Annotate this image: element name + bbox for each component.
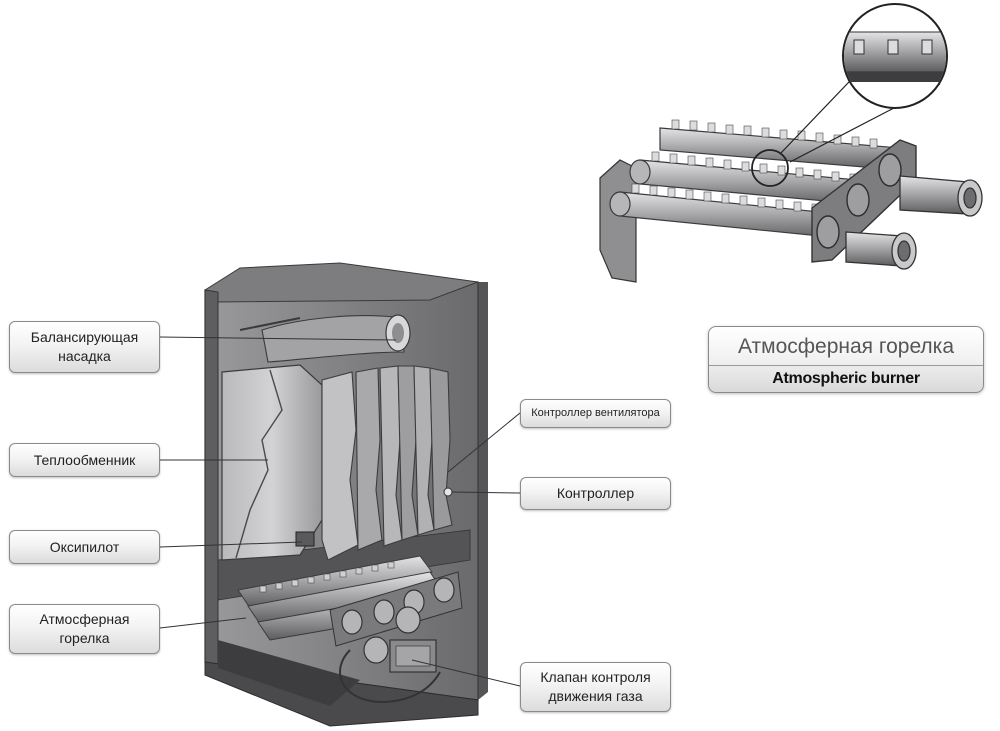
gas-valve-line-2: движения газа [548,688,643,704]
burner-title-box: Атмосферная горелка Atmospheric burner [708,326,984,393]
leader-lines [159,336,521,687]
atmo-burner-line-2: горелка [59,630,110,646]
atmo-burner-label: Атмосферная горелка [9,604,160,654]
oxypilot-text: Оксипилот [49,538,120,555]
burner-title-en: Atmospheric burner [772,370,920,387]
fan-controller-label: Контроллер вентилятора [520,399,671,428]
burner-detail [599,3,983,283]
controller-label: Контроллер [520,477,671,510]
gas-valve-label: Клапан контроля движения газа [520,662,671,712]
balancing-nozzle-label: Балансирующая насадка [9,321,160,373]
burner-title-divider [709,365,983,366]
heat-exchanger-text: Теплообменник [33,451,136,468]
boiler-cutaway [204,262,488,727]
controller-text: Контроллер [556,485,635,501]
heat-exchanger-label: Теплообменник [9,443,160,477]
oxypilot-label: Оксипилот [9,530,160,564]
gas-valve-line-1: Клапан контроля [540,669,651,685]
atmo-burner-line-1: Атмосферная [39,611,130,627]
balancing-nozzle-line-2: насадка [58,348,111,364]
fan-controller-text: Контроллер вентилятора [531,407,660,419]
balancing-nozzle-line-1: Балансирующая [30,329,139,345]
burner-title-ru: Атмосферная горелка [737,335,955,358]
